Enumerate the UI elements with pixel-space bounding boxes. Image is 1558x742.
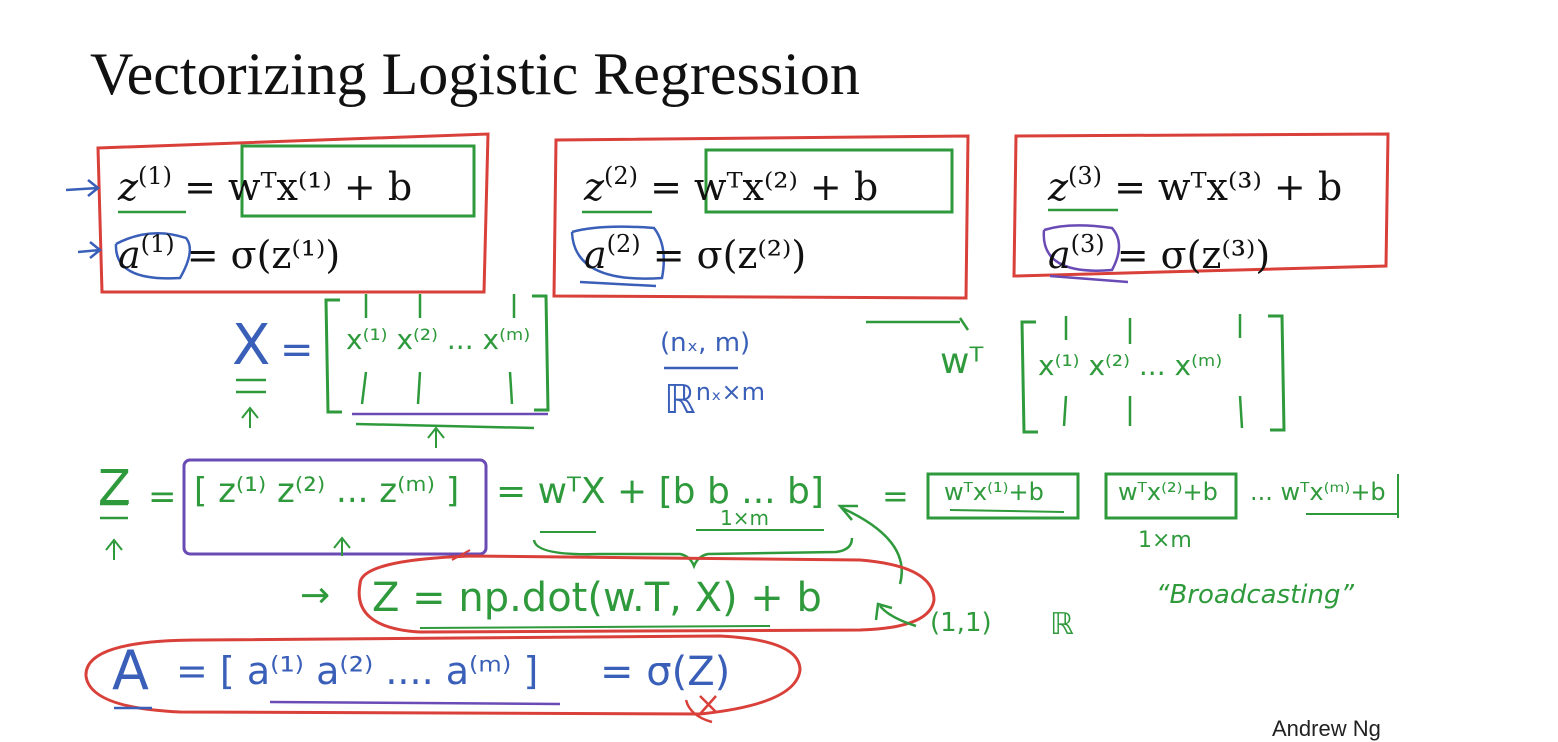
blue-arrow-a1	[77, 241, 103, 259]
blue-loop-a1	[114, 232, 192, 280]
b-space: ℝ	[1050, 607, 1074, 642]
numpy-code: Z = np.dot(w.T, X) + b	[372, 575, 822, 621]
red-ellipse-code	[357, 554, 936, 634]
X-left-bracket	[324, 298, 342, 414]
red-box-example-2	[552, 134, 970, 300]
wT-columns: x⁽¹⁾ x⁽²⁾ ... x⁽ᵐ⁾	[1038, 349, 1223, 382]
X-shape: (nₓ, m)	[660, 328, 751, 358]
A-rhs: = σ(Z)	[600, 649, 731, 695]
Z-expand-3: ... wᵀx⁽ᵐ⁾+b	[1250, 478, 1386, 506]
blue-loop-a2	[570, 225, 665, 280]
author-credit: Andrew Ng	[1272, 716, 1381, 741]
X-equals: =	[280, 327, 314, 373]
Z-equals: =	[148, 477, 177, 517]
Z-rhs: = wᵀX + [b b ... b]	[496, 471, 824, 512]
b-shape: (1,1)	[930, 608, 992, 638]
equation-a3: a(3) = σ(z⁽³⁾)	[1048, 230, 1271, 277]
green-box-1	[240, 144, 476, 218]
A-label: A	[112, 639, 149, 702]
A-row: = [ a⁽¹⁾ a⁽²⁾ .... a⁽ᵐ⁾ ]	[176, 649, 539, 693]
blue-loop-a3	[1042, 224, 1121, 272]
red-box-example-3	[1012, 132, 1390, 278]
Z-expand-2: wᵀx⁽²⁾+b	[1118, 478, 1218, 506]
equation-z2: z(2) = wᵀx⁽²⁾ + b	[584, 162, 879, 209]
blue-arrow-z1	[65, 179, 101, 197]
equation-a2: a(2) = σ(z⁽²⁾)	[584, 230, 807, 277]
Z-label: Z	[98, 460, 131, 516]
slide-title: Vectorizing Logistic Regression	[90, 41, 860, 107]
dims-1xm-b: 1×m	[1138, 528, 1192, 553]
red-box-example-1	[96, 132, 490, 294]
equation-a1: a(1) = σ(z⁽¹⁾)	[118, 230, 341, 277]
code-arrow: →	[300, 575, 331, 616]
wT-label: wᵀ	[940, 341, 984, 382]
X-label: X	[232, 313, 271, 378]
green-box-2	[704, 148, 954, 214]
X-columns: x⁽¹⁾ x⁽²⁾ ... x⁽ᵐ⁾	[346, 323, 531, 356]
Z-row: [ z⁽¹⁾ z⁽²⁾ ... z⁽ᵐ⁾ ]	[194, 471, 460, 511]
Z-expand-equals: =	[882, 477, 909, 515]
Z-expand-1: wᵀx⁽¹⁾+b	[944, 478, 1044, 506]
equation-z3: z(3) = wᵀx⁽³⁾ + b	[1048, 162, 1343, 209]
broadcasting-note: “Broadcasting”	[1156, 580, 1354, 610]
equation-z1: z(1) = wᵀx⁽¹⁾ + b	[118, 162, 413, 209]
X-right-bracket	[532, 294, 550, 412]
purple-box-z-row	[182, 458, 488, 556]
dims-1xm-a: 1×m	[720, 506, 769, 530]
X-space: ℝnₓ×m	[664, 377, 766, 424]
